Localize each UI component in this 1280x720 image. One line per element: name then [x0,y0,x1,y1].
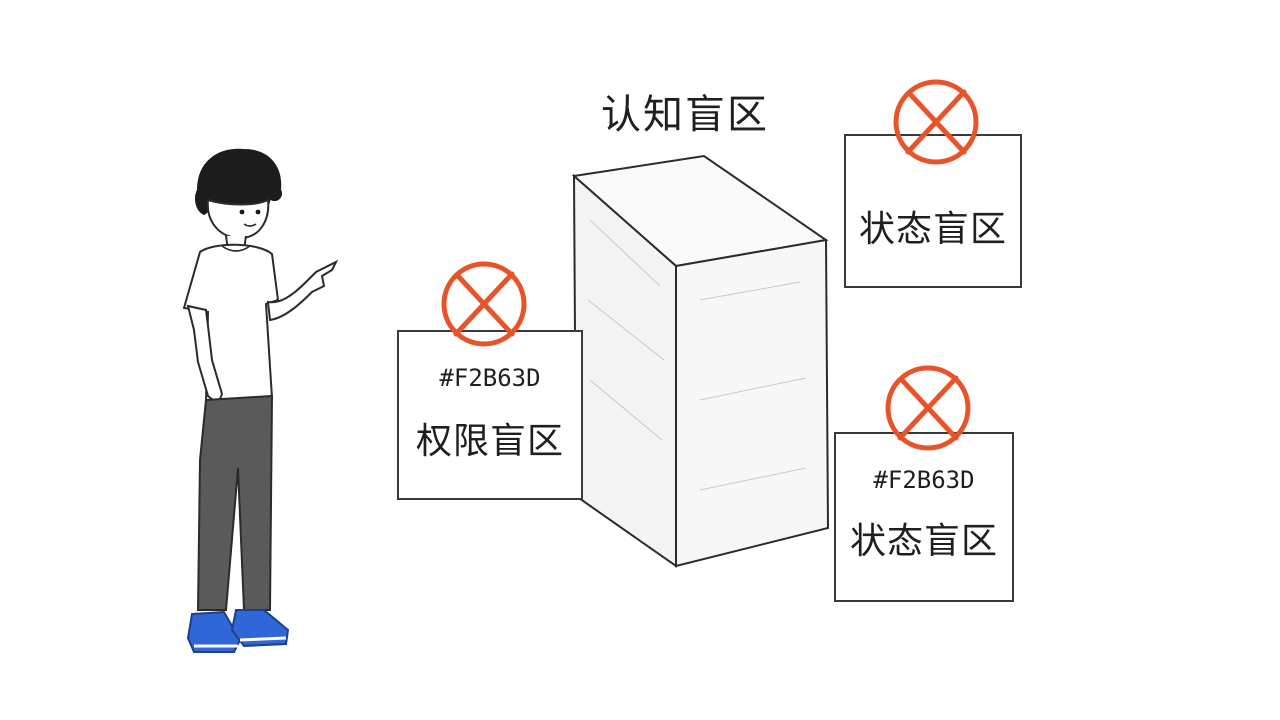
note-label: 状态盲区 [849,521,998,562]
note-label: 状态盲区 [858,209,1007,250]
note-hex-label: #F2B63D [873,466,975,494]
crossed-circle-icon [893,79,979,165]
note-card-state-bottom: #F2B63D 状态盲区 [834,432,1014,602]
note-label: 权限盲区 [415,421,564,462]
crossed-circle-icon [885,365,971,451]
note-hex-label: #F2B63D [439,364,541,392]
note-card-permission: #F2B63D 权限盲区 [397,330,583,500]
page-title: 认知盲区 [601,92,769,138]
crossed-circle-icon [441,261,527,347]
